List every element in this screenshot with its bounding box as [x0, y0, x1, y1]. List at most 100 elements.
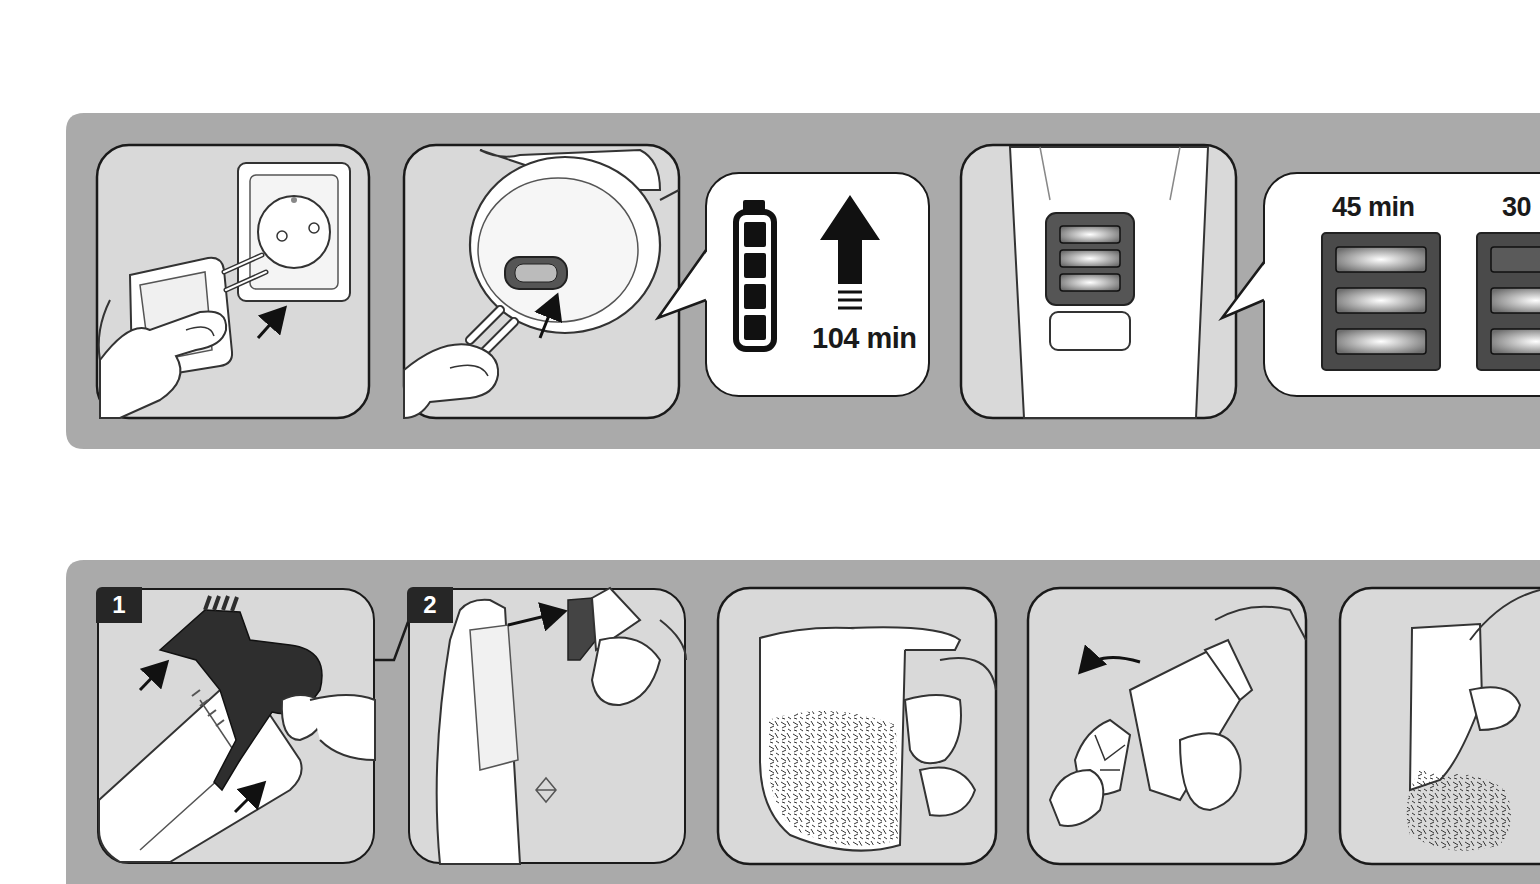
panel-empty [1340, 588, 1540, 864]
callout-bubble: 45 min30 [1263, 172, 1540, 397]
open-lid-illustration [1205, 640, 1252, 700]
hair-container-illustration [760, 627, 996, 850]
battery-icon [743, 200, 765, 214]
emptying-illustration [1470, 590, 1540, 640]
socket-illustration [100, 311, 226, 418]
comb-illustration [99, 596, 375, 862]
plug-illustration [470, 157, 660, 333]
callout-tail [658, 250, 708, 318]
leader-connector [375, 622, 408, 660]
container-attach-illustration [568, 598, 596, 660]
charge-arrow [838, 292, 862, 308]
callout-bubble: 104 min [705, 172, 930, 397]
comb-illustration [192, 690, 224, 726]
socket-illustration [277, 231, 287, 241]
comb-illustration [235, 785, 262, 812]
callout-tail [658, 250, 708, 318]
socket-illustration [291, 197, 297, 203]
socket-illustration [99, 300, 110, 360]
socket-illustration [238, 163, 350, 301]
emptying-illustration [1407, 770, 1512, 851]
container-attach-illustration [437, 600, 520, 864]
step-number: 2 [407, 587, 453, 623]
step-number: 1 [96, 587, 142, 623]
hair-container-illustration [905, 695, 961, 763]
comb-illustration [282, 695, 323, 740]
comb-illustration [99, 684, 302, 862]
hair-container-illustration [850, 627, 960, 650]
indicator-illustration [1050, 312, 1130, 350]
emptying-illustration [1470, 687, 1520, 730]
callout-tail [658, 250, 706, 318]
plug-illustration [540, 298, 556, 338]
indicator-illustration [1010, 147, 1208, 418]
open-lid-illustration [1050, 607, 1306, 826]
indicator-full [1322, 233, 1440, 370]
open-lid-illustration [1095, 735, 1125, 770]
hair-container-illustration [768, 711, 898, 846]
indicator-full [1336, 288, 1426, 313]
plug-illustration [660, 190, 679, 200]
plug-illustration [505, 257, 567, 289]
indicator-illustration [1040, 147, 1180, 200]
socket-illustration [258, 196, 330, 268]
socket-illustration [186, 327, 214, 336]
indicator-two-bars [1491, 247, 1540, 272]
callout-tail [1222, 262, 1266, 318]
container-attach-illustration [437, 588, 686, 864]
comb-illustration [140, 664, 165, 690]
hair-container-illustration [920, 768, 975, 816]
comb-illustration [160, 610, 322, 790]
battery-icon [736, 212, 774, 349]
indicator-illustration [1010, 147, 1208, 418]
panel-container [718, 588, 996, 864]
comb-illustration [310, 695, 375, 760]
plug-illustration [404, 150, 679, 418]
plug-illustration [478, 178, 638, 322]
indicator-two-bars [1491, 288, 1540, 313]
indicator-two-bars [1477, 233, 1540, 370]
open-lid-illustration [1130, 650, 1240, 800]
container-attach-illustration [592, 588, 640, 650]
indicator-full [1322, 233, 1440, 370]
battery-icon [736, 200, 774, 349]
panel-plug [404, 145, 679, 418]
container-attach-illustration [536, 778, 556, 802]
charge-arrow [820, 195, 880, 284]
open-lid-illustration [1180, 733, 1241, 810]
socket-illustration [140, 272, 212, 362]
battery-icon [744, 284, 766, 309]
duration-label: 30 [1502, 192, 1531, 223]
container-attach-illustration [592, 638, 660, 706]
indicator-illustration [1060, 226, 1120, 243]
comb-illustration [205, 596, 237, 611]
step-panel: 2 [408, 588, 686, 864]
socket-illustration [224, 255, 266, 290]
step-panel: 1 [97, 588, 375, 864]
socket-illustration [130, 258, 232, 379]
plug-illustration [515, 264, 557, 282]
plug-illustration [470, 310, 514, 352]
comb-illustration [140, 700, 240, 850]
panel-open [1028, 588, 1306, 864]
socket-illustration [309, 223, 319, 233]
container-attach-illustration [470, 625, 518, 770]
socket-illustration [224, 255, 266, 290]
panel-socket [97, 145, 369, 418]
indicator-illustration [1060, 250, 1120, 267]
callout-tail [1222, 262, 1266, 318]
plug-illustration [470, 310, 514, 352]
emptying-illustration [1410, 624, 1482, 790]
indicator-full [1336, 329, 1426, 354]
socket-illustration [99, 163, 350, 418]
panel-indicator [961, 145, 1236, 418]
indicator-two-bars [1491, 329, 1540, 354]
plug-illustration [450, 365, 488, 376]
callout-tail [1222, 262, 1264, 318]
battery-icon [744, 222, 766, 247]
indicator-illustration [1046, 213, 1134, 305]
charge-arrow [820, 195, 880, 308]
indicator-full [1336, 247, 1426, 272]
